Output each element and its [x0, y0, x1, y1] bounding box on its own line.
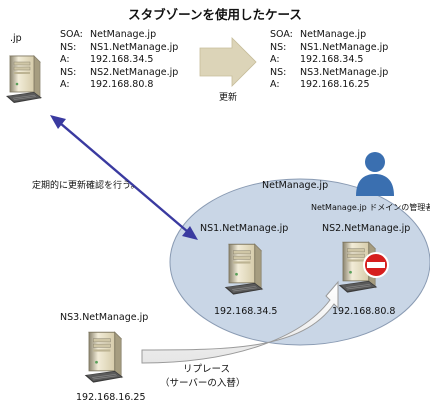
record-value: 192.168.34.5 [90, 54, 154, 65]
record-type: NS: [270, 66, 287, 78]
record-row: A: 192.168.34.5 [60, 54, 178, 67]
domain-ellipse [169, 178, 430, 346]
domain-label: NetManage.jp [262, 180, 329, 191]
ns2-ip: 192.168.80.8 [332, 306, 396, 317]
stop-icon [363, 252, 389, 278]
record-type: SOA: [60, 29, 83, 40]
record-row: A: 192.168.34.5 [270, 54, 388, 67]
replace-arrow [141, 280, 339, 364]
ns3-name: NS3.NetManage.jp [60, 312, 149, 323]
sync-arrow [50, 115, 198, 240]
parent-zone-label: .jp [10, 33, 22, 44]
record-row: NS: NS1.NetManage.jp [270, 42, 388, 55]
replace-sublabel: （サーバーの入替） [160, 378, 246, 389]
record-row: NS: NS3.NetManage.jp [270, 67, 388, 80]
record-row: NS: NS2.NetManage.jp [60, 67, 178, 80]
ns2-name: NS2.NetManage.jp [322, 223, 411, 234]
replace-label: リプレース [183, 364, 231, 375]
record-type: NS: [60, 66, 77, 78]
periodic-check-label: 定期的に更新確認を行う。 [32, 181, 140, 191]
record-type: A: [60, 79, 70, 90]
domain-admin-label: NetManage.jp ドメインの管理者 [311, 203, 430, 212]
record-row: SOA: NetManage.jp [270, 29, 388, 42]
record-type: NS: [270, 41, 287, 53]
record-type: NS: [60, 41, 77, 53]
record-value: NetManage.jp [90, 29, 157, 40]
ns1-server [224, 243, 264, 296]
ns3-ip: 192.168.16.25 [76, 392, 146, 403]
record-value: NS2.NetManage.jp [90, 66, 179, 78]
update-label: 更新 [219, 93, 238, 103]
record-value: NetManage.jp [300, 29, 367, 40]
record-type: A: [270, 54, 280, 65]
record-type: SOA: [270, 29, 293, 40]
diagram-title: スタブゾーンを使用したケース [128, 7, 302, 22]
parent-zone-server [5, 55, 43, 104]
record-value: NS3.NetManage.jp [300, 66, 389, 78]
before-records: SOA: NetManage.jp NS: NS1.NetManage.jp A: 1… [60, 29, 178, 92]
admin-person-icon [356, 152, 394, 196]
record-type: A: [270, 79, 280, 90]
record-row: SOA: NetManage.jp [60, 29, 178, 42]
record-value: 192.168.16.25 [300, 79, 370, 90]
record-row: A: 192.168.80.8 [60, 79, 178, 92]
update-arrow [199, 37, 257, 87]
ns3-server [84, 331, 124, 384]
record-value: NS1.NetManage.jp [90, 41, 179, 53]
record-value: NS1.NetManage.jp [300, 41, 389, 53]
record-value: 192.168.34.5 [300, 54, 364, 65]
record-value: 192.168.80.8 [90, 79, 154, 90]
after-records: SOA: NetManage.jp NS: NS1.NetManage.jp A: 1… [270, 29, 388, 92]
record-row: A: 192.168.16.25 [270, 79, 388, 92]
record-row: NS: NS1.NetManage.jp [60, 42, 178, 55]
ns1-name: NS1.NetManage.jp [200, 223, 289, 234]
record-type: A: [60, 54, 70, 65]
ns1-ip: 192.168.34.5 [214, 306, 278, 317]
